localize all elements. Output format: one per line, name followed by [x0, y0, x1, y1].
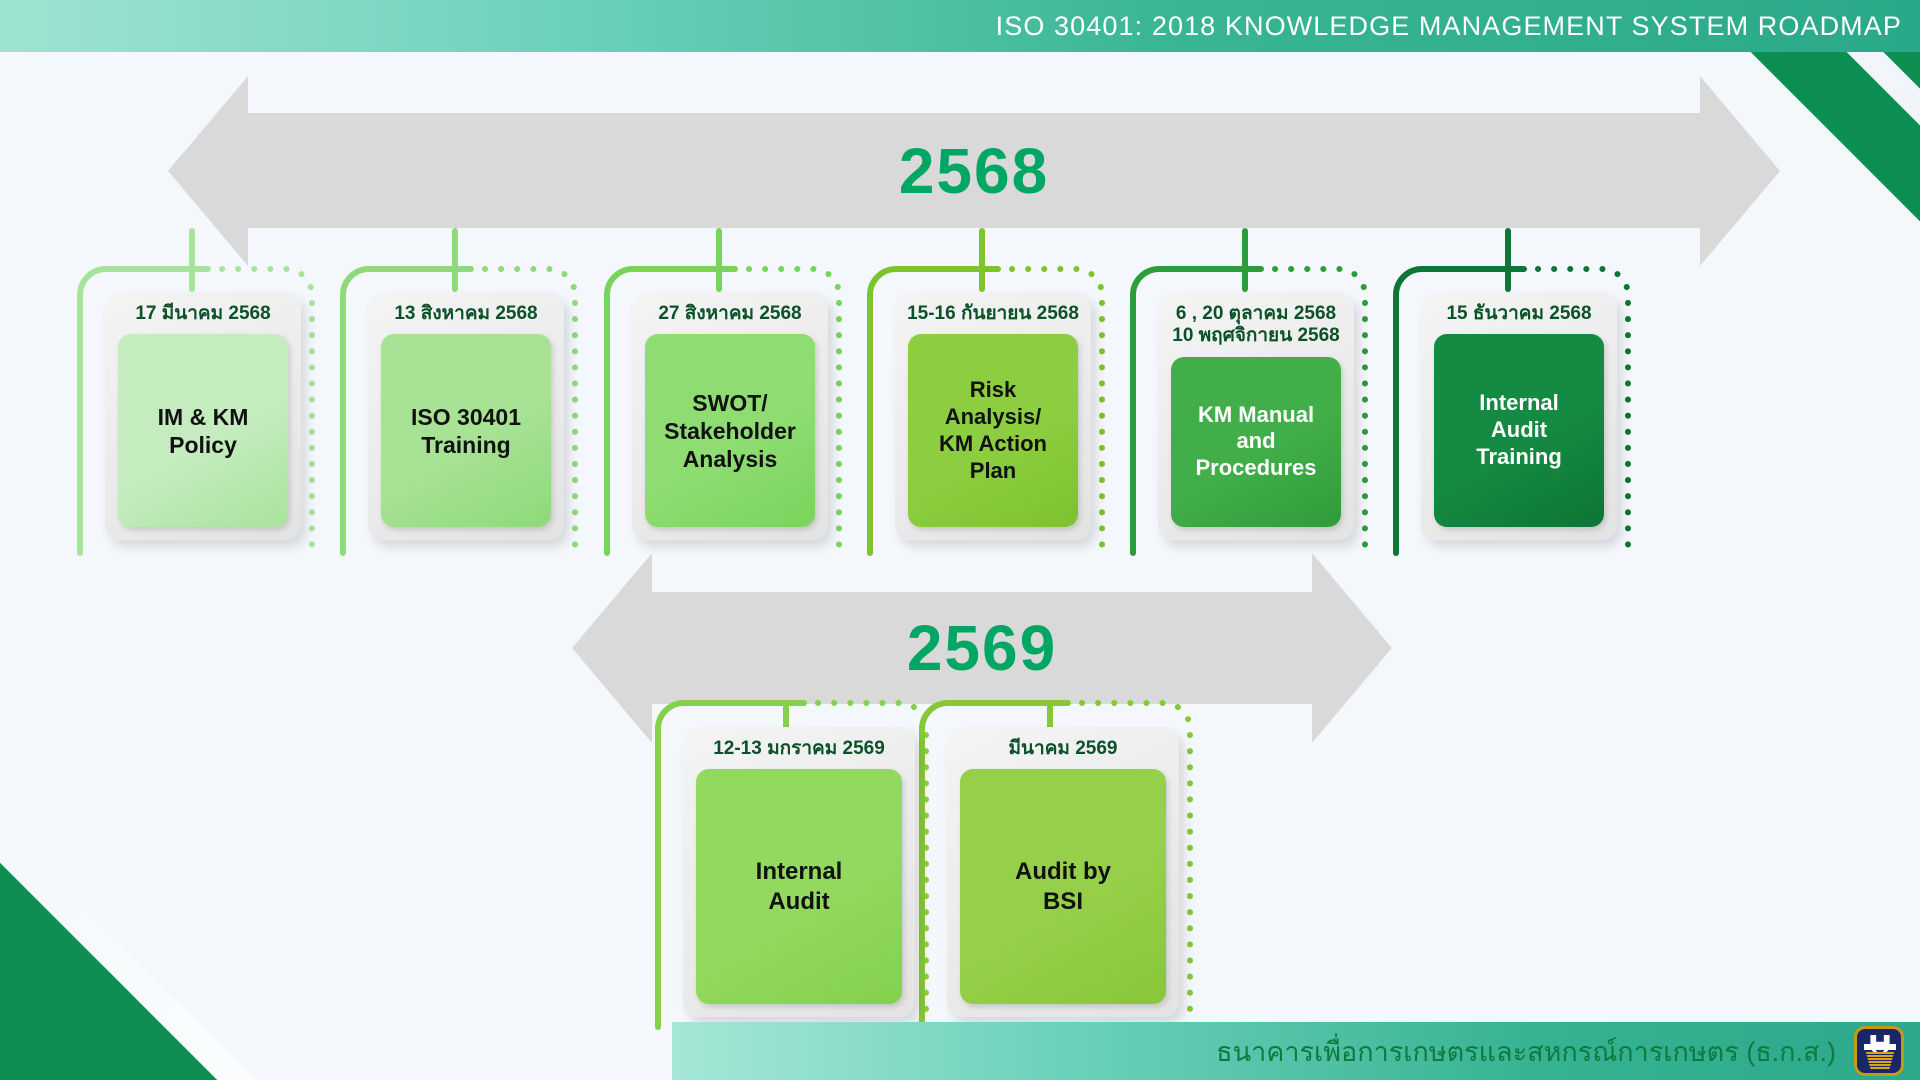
milestone-dates: 15 ธันวาคม 2568	[1446, 303, 1591, 325]
milestone-date: 15-16 กันยายน 2568	[907, 303, 1079, 324]
milestone-dates: 12-13 มกราคม 2569	[713, 738, 885, 760]
page-title: ISO 30401: 2018 KNOWLEDGE MANAGEMENT SYS…	[995, 10, 1902, 41]
card-decorative-frame	[1130, 266, 1368, 556]
baac-logo-icon	[1854, 1026, 1904, 1076]
milestone-date: 15 ธันวาคม 2568	[1446, 303, 1592, 324]
card-decorative-frame	[604, 266, 842, 556]
organization-name: ธนาคารเพื่อการเกษตรและสหกรณ์การเกษตร (ธ.…	[1216, 1036, 1836, 1067]
year-arrow-2569: 2569	[572, 553, 1392, 743]
milestone-date: 12-13 มกราคม 2569	[713, 738, 885, 759]
bottom-left-diagonal-decoration	[0, 660, 460, 1080]
milestone-date: 13 สิงหาคม 2568	[394, 303, 538, 324]
year-label-2568: 2568	[898, 134, 1050, 207]
card-decorative-frame	[867, 266, 1105, 556]
milestone-date: 10 พฤศจิกายน 2568	[1172, 325, 1340, 347]
connector-stem	[979, 228, 985, 292]
milestone-dates: มีนาคม 2569	[1009, 738, 1118, 760]
year-arrow-2568: 2568	[168, 75, 1780, 266]
connector-stem	[189, 228, 195, 292]
milestone-dates: 13 สิงหาคม 2568	[394, 303, 537, 325]
milestone-date: 6 , 20 ตุลาคม 2568	[1175, 303, 1337, 324]
card-decorative-frame	[77, 266, 315, 556]
page-footer: ธนาคารเพื่อการเกษตรและสหกรณ์การเกษตร (ธ.…	[672, 1022, 1920, 1080]
year-label-2569: 2569	[906, 612, 1058, 684]
milestone-date: มีนาคม 2569	[1008, 738, 1118, 759]
milestone-dates: 15-16 กันยายน 2568	[907, 303, 1079, 325]
connector-stem	[1047, 704, 1053, 744]
connector-stem	[783, 704, 789, 744]
card-decorative-frame	[655, 700, 929, 1030]
card-decorative-frame	[340, 266, 578, 556]
milestone-dates: 17 มีนาคม 2568	[135, 303, 270, 325]
milestone-date: 27 สิงหาคม 2568	[658, 303, 802, 324]
connector-stem	[716, 228, 722, 292]
connector-stem	[1242, 228, 1248, 292]
card-decorative-frame	[919, 700, 1193, 1030]
page-header: ISO 30401: 2018 KNOWLEDGE MANAGEMENT SYS…	[0, 0, 1920, 52]
milestone-date: 17 มีนาคม 2568	[135, 303, 271, 324]
connector-stem	[452, 228, 458, 292]
milestone-dates: 27 สิงหาคม 2568	[658, 303, 801, 325]
